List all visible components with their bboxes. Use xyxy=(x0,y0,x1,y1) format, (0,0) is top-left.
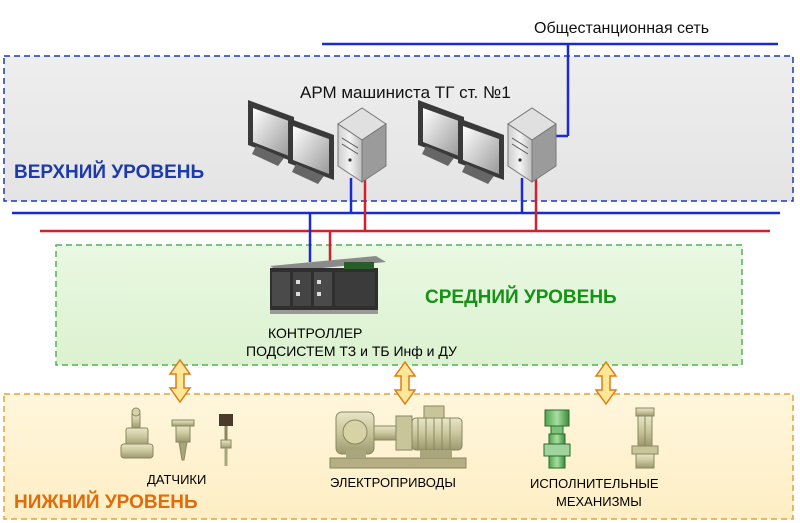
actuators-label-line2: МЕХАНИЗМЫ xyxy=(556,494,642,509)
controller-label-line1: КОНТРОЛЛЕР xyxy=(268,325,363,341)
double-arrow-icon xyxy=(393,360,417,406)
monitor-icon xyxy=(288,118,334,184)
double-arrow-icon xyxy=(594,360,618,406)
server-icon xyxy=(337,107,387,183)
controller-label-line2: ПОДСИСТЕМ ТЗ и ТБ Инф и ДУ xyxy=(246,343,457,359)
valve-actuator-icon xyxy=(631,407,659,469)
double-arrow-icon xyxy=(168,358,192,404)
middle-level-box xyxy=(55,244,743,366)
server-icon xyxy=(507,107,557,183)
upper-level-title: ВЕРХНИЙ УРОВЕНЬ xyxy=(14,162,205,183)
monitor-icon xyxy=(418,100,464,166)
monitor-icon xyxy=(458,118,504,184)
actuators-label-line1: ИСПОЛНИТЕЛЬНЫЕ xyxy=(530,476,659,491)
workstation-label: АРМ машиниста ТГ ст. №1 xyxy=(300,83,511,102)
sensors-label: ДАТЧИКИ xyxy=(147,472,207,487)
monitor-icon xyxy=(248,100,294,166)
station-network-label: Общестанционная сеть xyxy=(534,20,710,37)
middle-level-title: СРЕДНИЙ УРОВЕНЬ xyxy=(425,287,617,308)
plc-controller-icon xyxy=(270,256,386,314)
lower-level-title: НИЖНИЙ УРОВЕНЬ xyxy=(14,492,198,513)
sensor-icon xyxy=(171,419,195,461)
electric-motor-icon xyxy=(329,405,467,469)
valve-actuator-icon xyxy=(543,409,571,469)
upper-level-box xyxy=(3,55,794,202)
sensor-icon xyxy=(120,407,154,459)
drives-label: ЭЛЕКТРОПРИВОДЫ xyxy=(330,475,456,490)
sensor-icon xyxy=(219,414,233,466)
